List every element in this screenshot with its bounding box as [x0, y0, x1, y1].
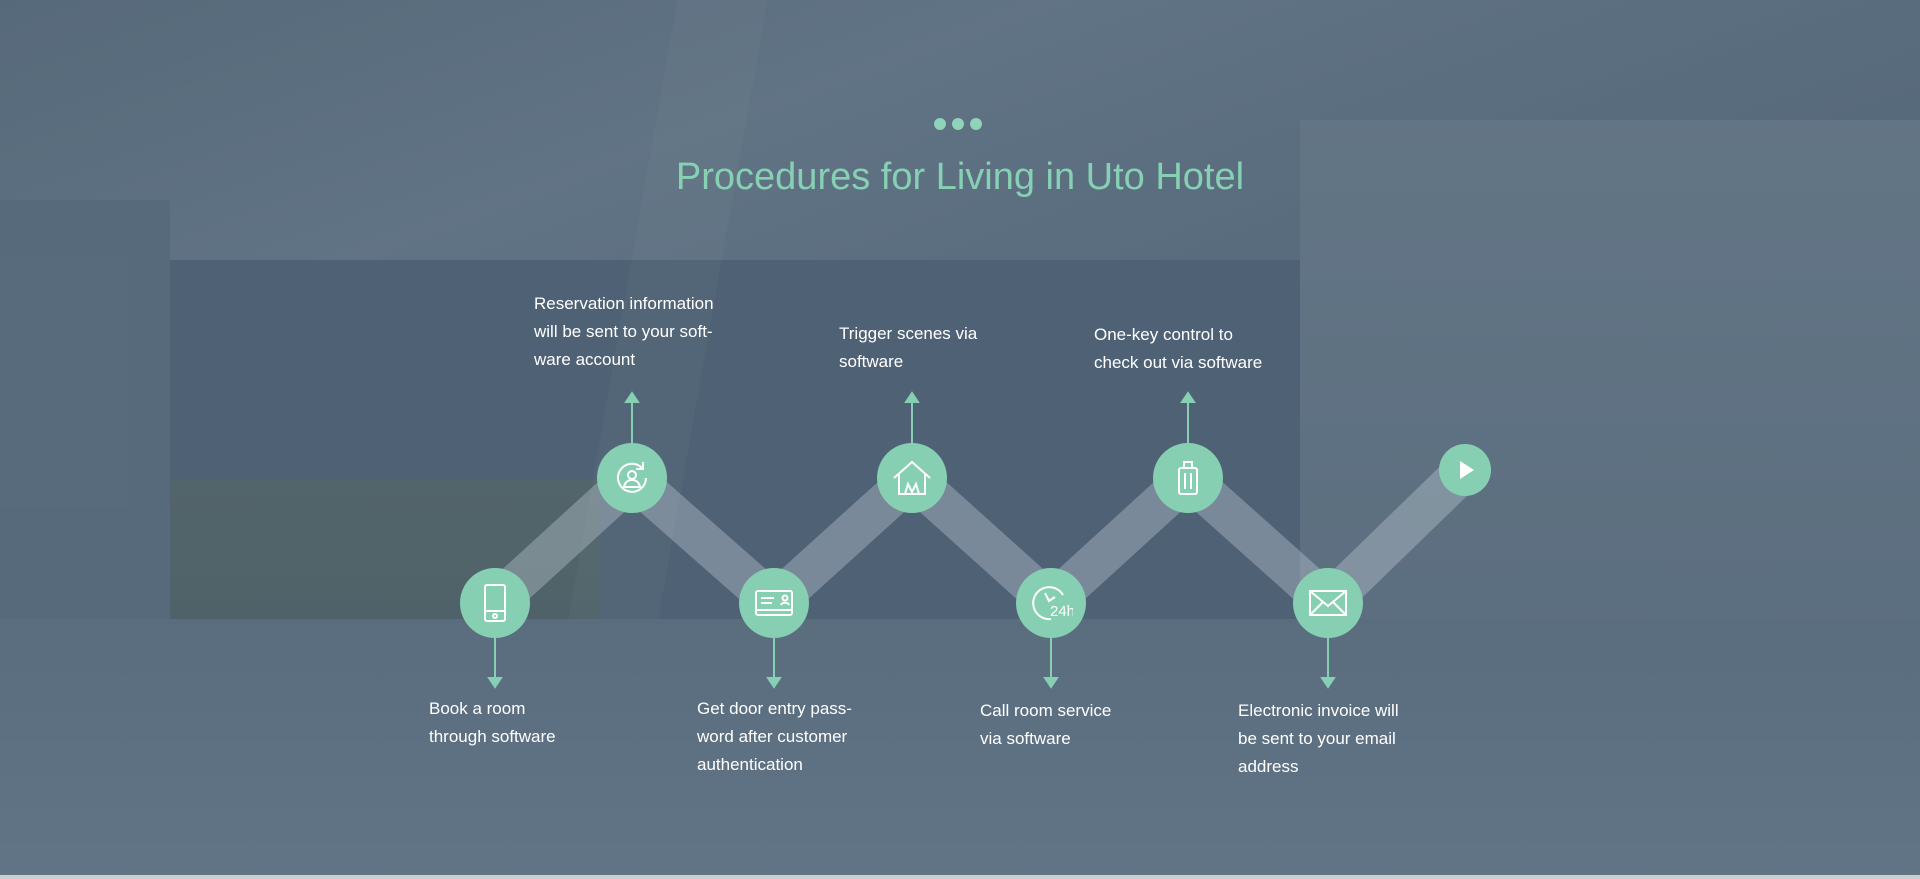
decorative-dots — [934, 118, 982, 130]
label-line: Reservation information — [534, 294, 714, 313]
play-button[interactable] — [1439, 444, 1491, 496]
bottom-strip — [0, 875, 1920, 879]
floor — [0, 619, 1920, 879]
phone-icon — [484, 584, 506, 622]
mail-icon — [1309, 590, 1347, 616]
label-line: through software — [429, 727, 556, 746]
label-line: via software — [980, 729, 1071, 748]
label-line: ware account — [534, 350, 636, 369]
label-line: check out via software — [1094, 353, 1263, 372]
user-sync-icon — [617, 462, 647, 493]
arrow-down-head — [1043, 677, 1059, 689]
label-line: word after customer — [697, 727, 848, 746]
step-reservation-info-label: Reservation information will be sent to … — [534, 290, 714, 374]
step-electronic-invoice-label: Electronic invoice will be sent to your … — [1238, 697, 1399, 781]
step-electronic-invoice — [1293, 568, 1363, 638]
step-trigger-scenes — [877, 443, 947, 513]
step-door-password — [739, 568, 809, 638]
step-room-service-label: Call room service via software — [980, 697, 1111, 753]
dot — [952, 118, 964, 130]
label-line: address — [1238, 757, 1299, 776]
label-line: Trigger scenes via — [839, 324, 978, 343]
arrow-down-head — [766, 677, 782, 689]
page-title: Procedures for Living in Uto Hotel — [675, 156, 1245, 198]
step-book-room-label: Book a room through software — [429, 695, 556, 751]
play-icon — [1460, 461, 1474, 479]
label-line: Electronic invoice will — [1238, 701, 1399, 720]
home-icon — [893, 460, 931, 495]
step-check-out-label: One-key control to check out via softwar… — [1094, 321, 1262, 377]
step-room-service: 24h — [1016, 568, 1086, 638]
step-trigger-scenes-label: Trigger scenes via software — [839, 320, 977, 376]
step-book-room — [460, 568, 530, 638]
arrow-up-head — [904, 391, 920, 403]
label-line: software — [839, 352, 904, 371]
arrow-up-head — [624, 391, 640, 403]
step-reservation-info — [597, 443, 667, 513]
dot — [934, 118, 946, 130]
card-icon — [755, 590, 793, 616]
svg-text:24h: 24h — [1050, 603, 1073, 620]
label-line: Book a room — [429, 699, 526, 718]
clock-24h-icon: 24h — [1032, 586, 1073, 621]
arrow-down-head — [487, 677, 503, 689]
step-check-out — [1153, 443, 1223, 513]
arrow-down-head — [1320, 677, 1336, 689]
arrow-up-head — [1180, 391, 1196, 403]
label-line: Call room service — [980, 701, 1112, 720]
label-line: will be sent to your soft- — [534, 322, 713, 341]
label-line: One-key control to — [1094, 325, 1233, 344]
luggage-icon — [1178, 461, 1198, 495]
label-line: Get door entry pass- — [697, 699, 852, 718]
dot — [970, 118, 982, 130]
label-line: be sent to your email — [1238, 729, 1396, 748]
step-door-password-label: Get door entry pass- word after customer… — [697, 695, 852, 779]
label-line: authentication — [697, 755, 803, 774]
